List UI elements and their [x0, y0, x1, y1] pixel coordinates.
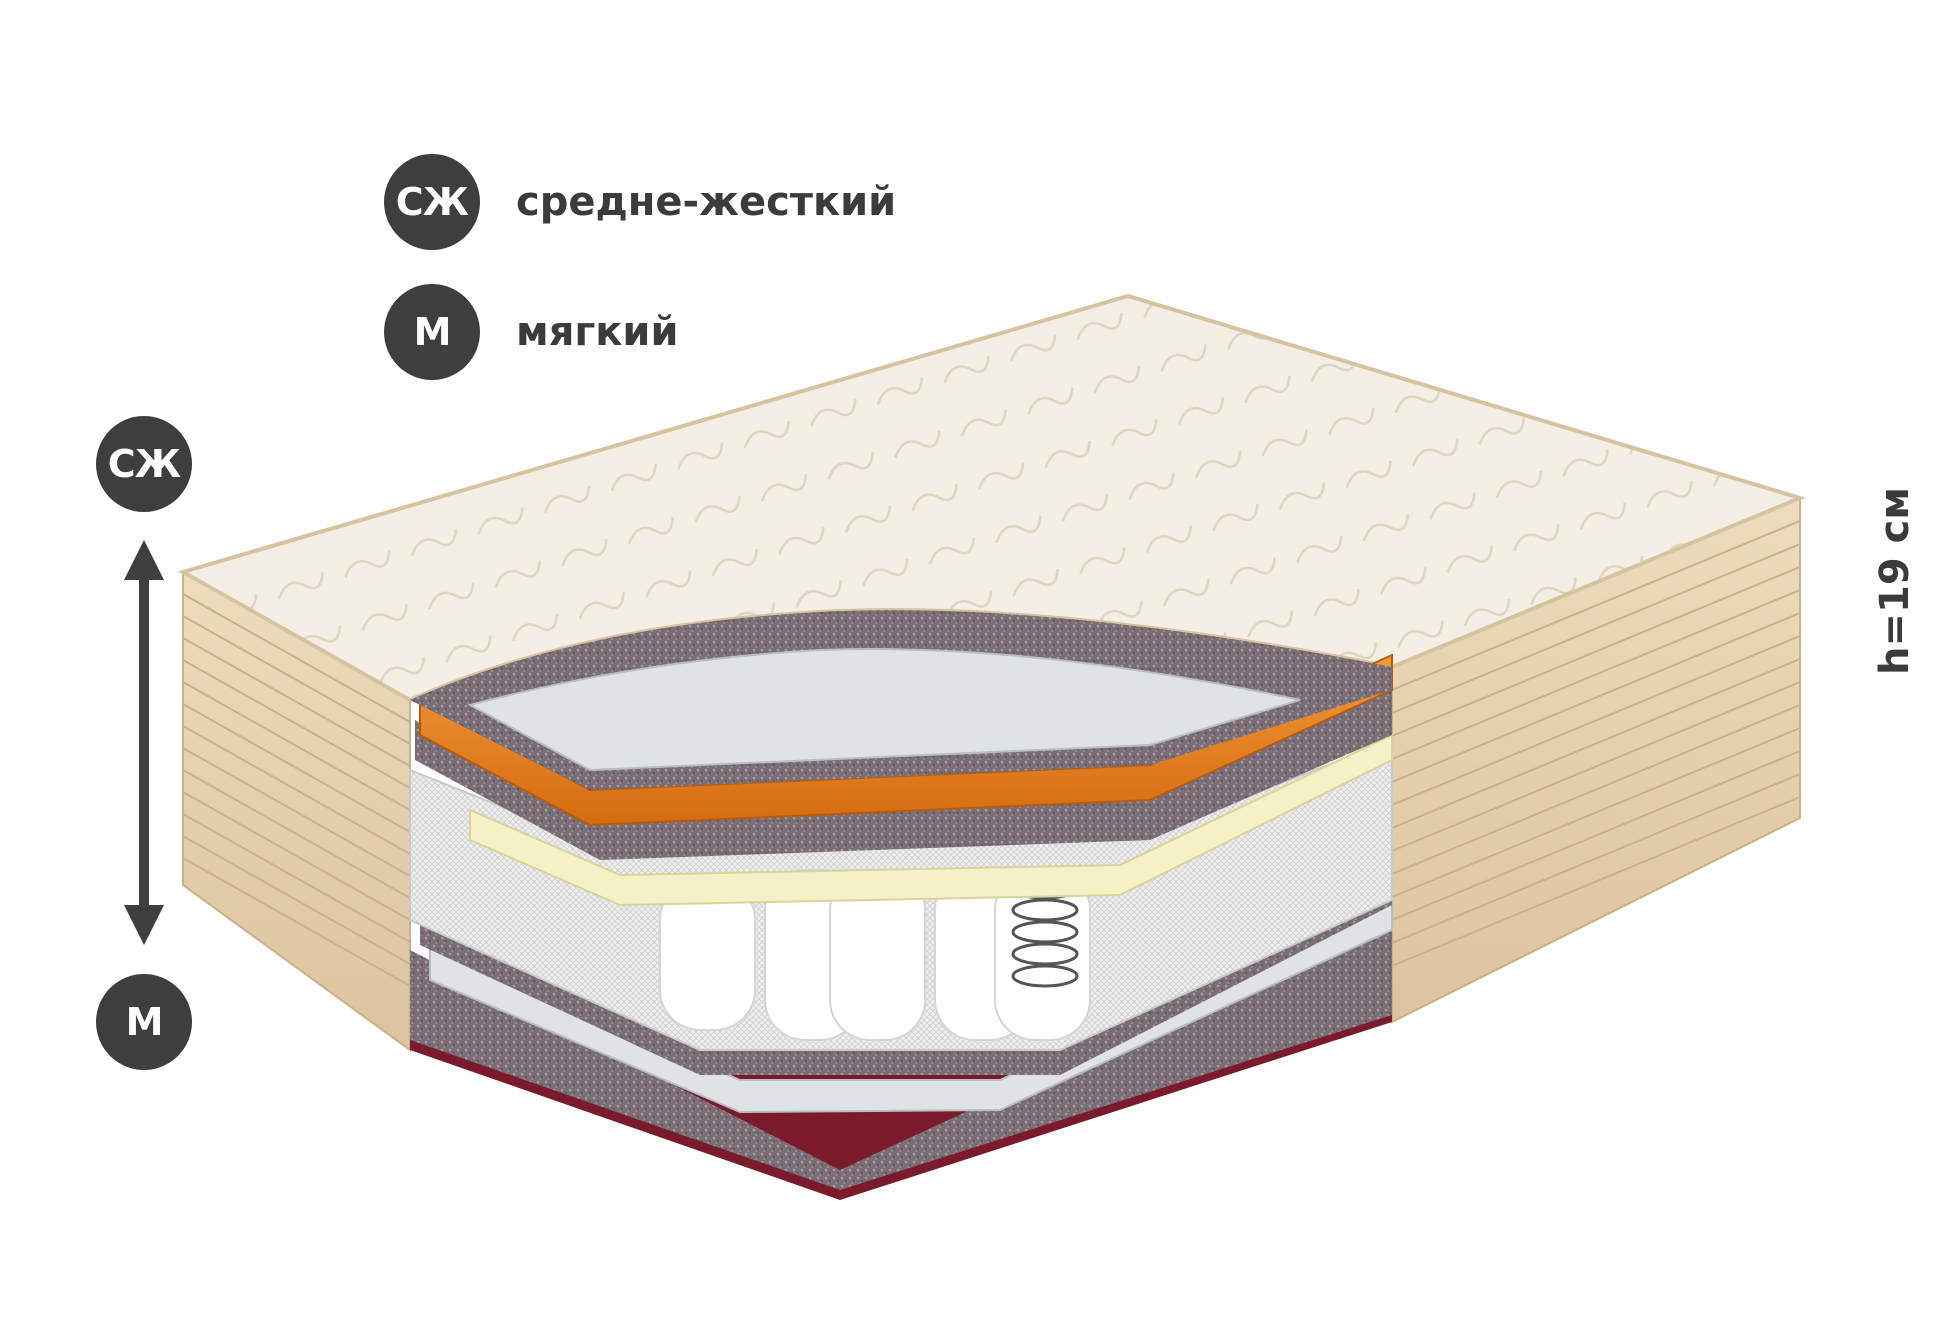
firmness-badge-soft: М [384, 284, 480, 380]
legend-item-medium-firm: СЖ средне-жесткий [384, 154, 896, 250]
comfort-foam-layer [469, 733, 1393, 907]
legend-label-medium-firm: средне-жесткий [516, 179, 897, 225]
legend-item-soft: М мягкий [384, 284, 678, 380]
top-foam-layer [467, 648, 1301, 772]
firmness-scale-arrow [124, 540, 164, 945]
firmness-badge-medium-firm: СЖ [384, 154, 480, 250]
mattress-right-side [1391, 496, 1801, 1024]
legend-label-soft: мягкий [516, 309, 679, 355]
scale-badge-top: СЖ [96, 416, 192, 512]
scale-badge-bottom: М [96, 974, 192, 1070]
mattress-height-label: h=19 см [1872, 487, 1918, 675]
